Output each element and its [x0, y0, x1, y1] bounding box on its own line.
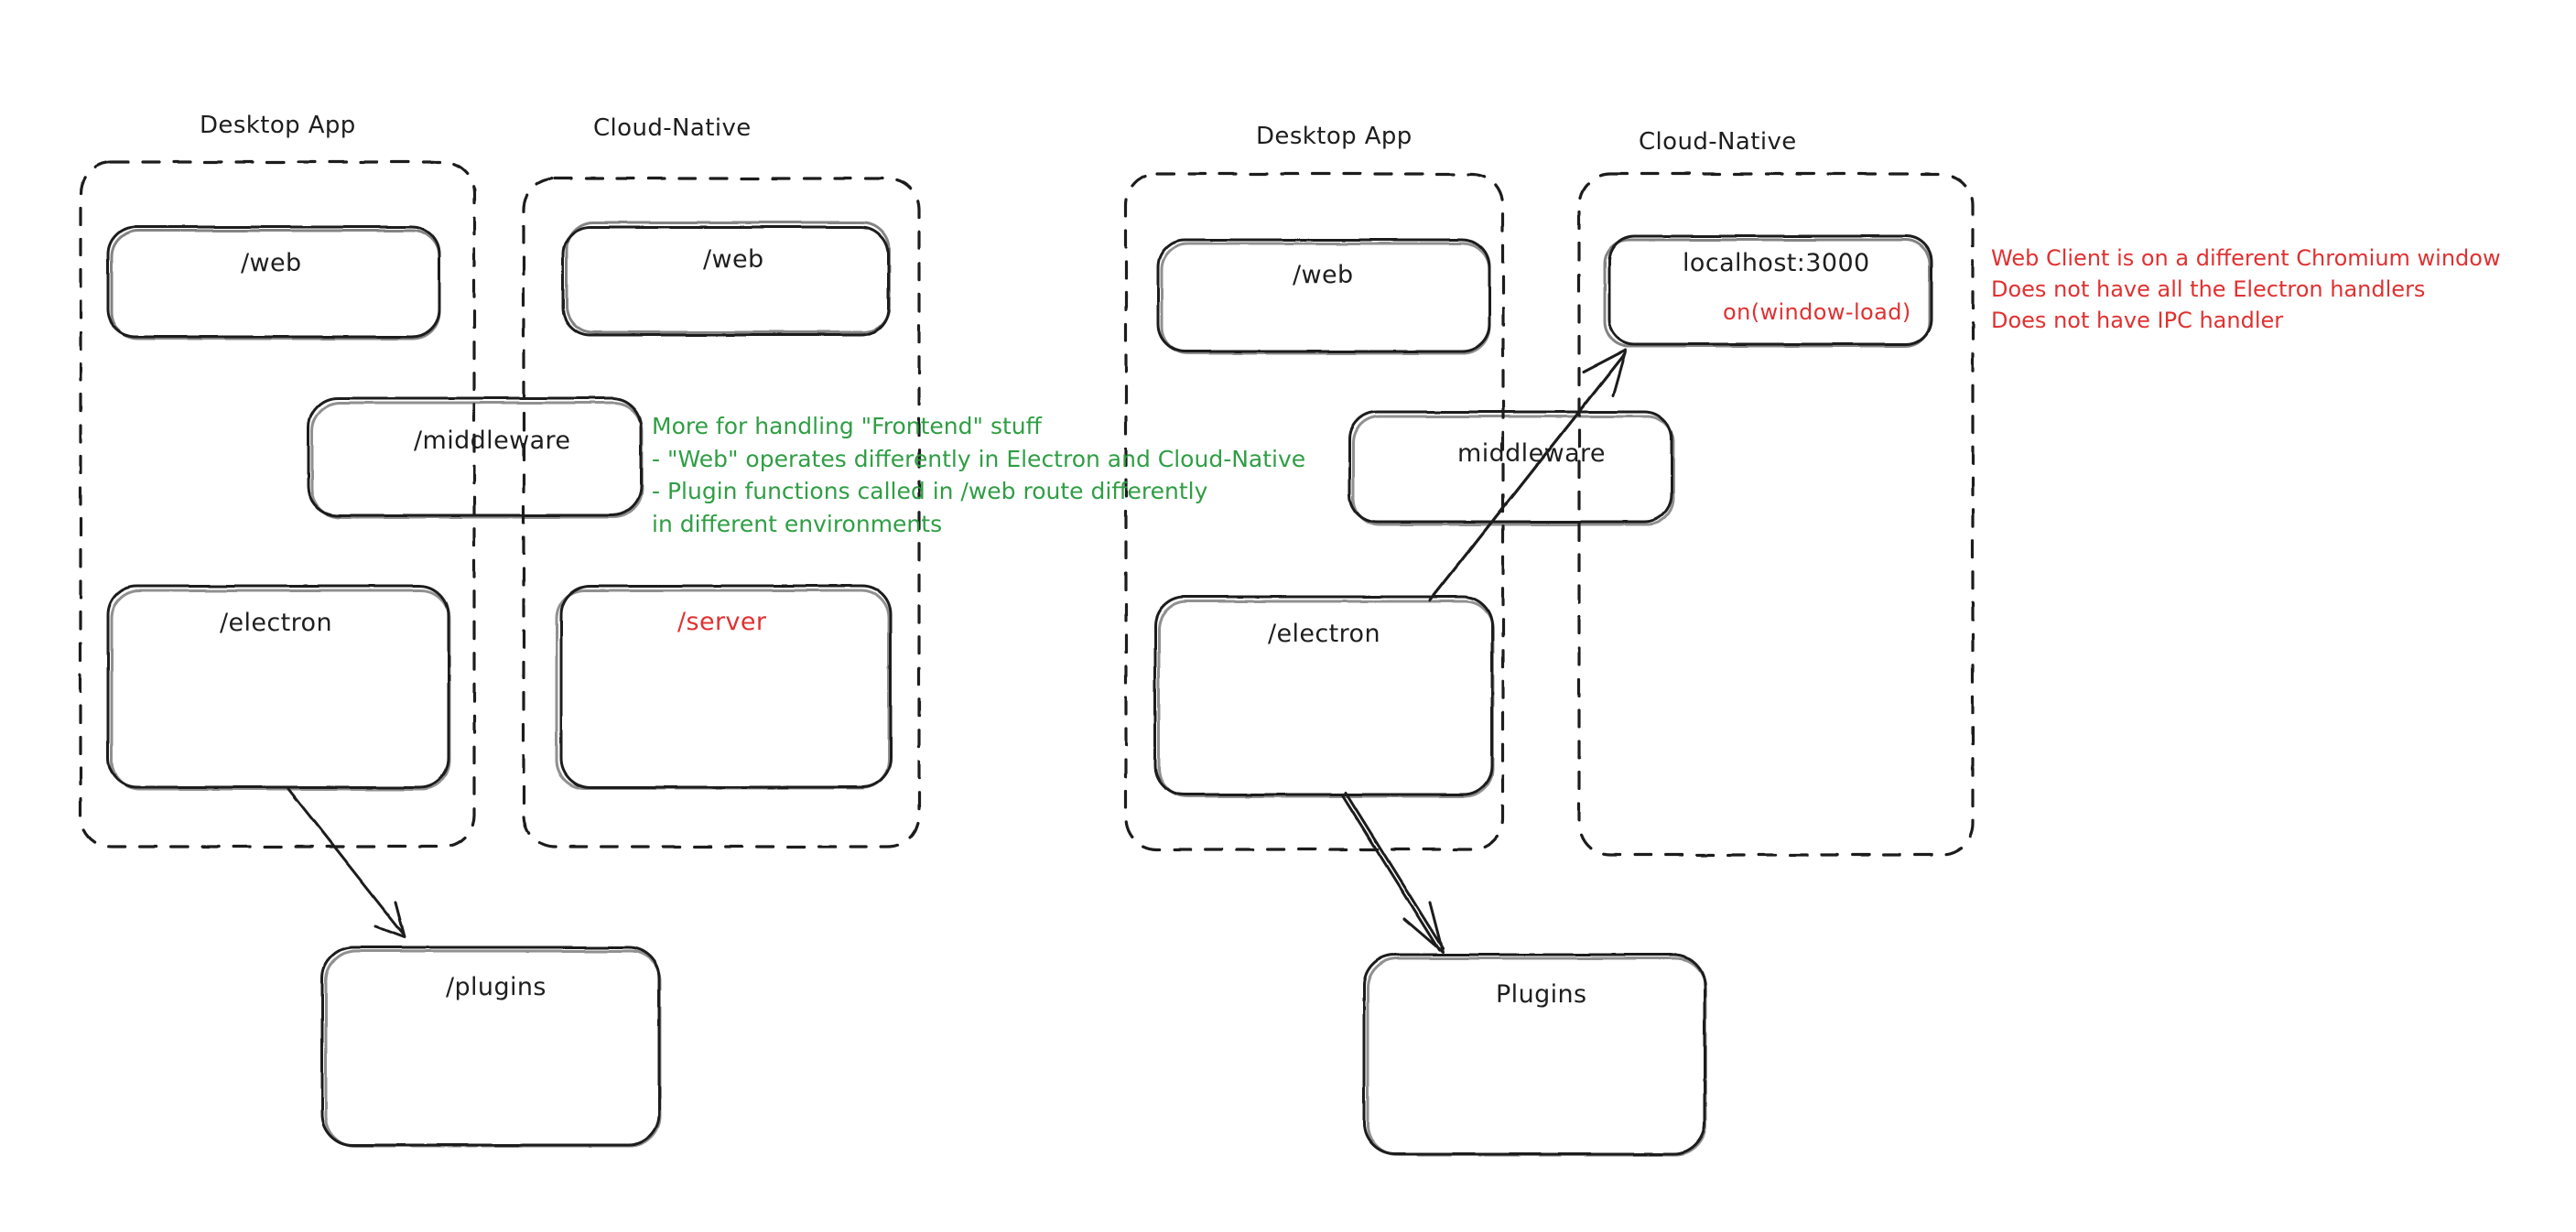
left-desktop-web-box-target[interactable]: [108, 227, 439, 337]
right-localhost-sublabel: on(window-load): [1723, 299, 1911, 325]
right-middleware-label: middleware: [1457, 439, 1606, 468]
left-plugins-label: /plugins: [446, 973, 547, 1001]
left-server-label: /server: [677, 608, 767, 636]
left-cloud-web-label: /web: [703, 245, 764, 274]
red-annotation-note: Web Client is on a different Chromium wi…: [1991, 245, 2501, 334]
left-desktop-app-group-label: Desktop App: [200, 112, 356, 139]
left-server-box-target[interactable]: [557, 586, 891, 788]
green-annotation-note: More for handling "Frontend" stuff - "We…: [652, 413, 1306, 537]
left-cloud-native-group-label: Cloud-Native: [593, 114, 752, 142]
left-desktop-web-label: /web: [241, 249, 302, 277]
left-plugins-box-target[interactable]: [322, 947, 659, 1145]
right-cloud-native-group-label: Cloud-Native: [1639, 128, 1797, 156]
right-middleware-box-target[interactable]: [1349, 412, 1673, 524]
left-electron-label: /electron: [220, 609, 332, 637]
right-plugins-box-target[interactable]: [1364, 955, 1705, 1154]
left-cloud-web-box-target[interactable]: [563, 222, 891, 335]
right-electron-box-target[interactable]: [1155, 597, 1492, 794]
right-desktop-web-label: /web: [1293, 261, 1354, 289]
left-middleware-label: /middleware: [414, 427, 571, 455]
right-desktop-app-group-label: Desktop App: [1256, 123, 1412, 150]
right-electron-label: /electron: [1268, 620, 1380, 648]
right-localhost-box-target[interactable]: [1605, 236, 1932, 346]
left-middleware-box-target[interactable]: [308, 398, 641, 515]
right-plugins-label: Plugins: [1496, 980, 1587, 1009]
right-localhost-label: localhost:3000: [1683, 249, 1870, 277]
right-desktop-web-box-target[interactable]: [1158, 240, 1489, 351]
left-electron-box-target[interactable]: [108, 586, 449, 787]
